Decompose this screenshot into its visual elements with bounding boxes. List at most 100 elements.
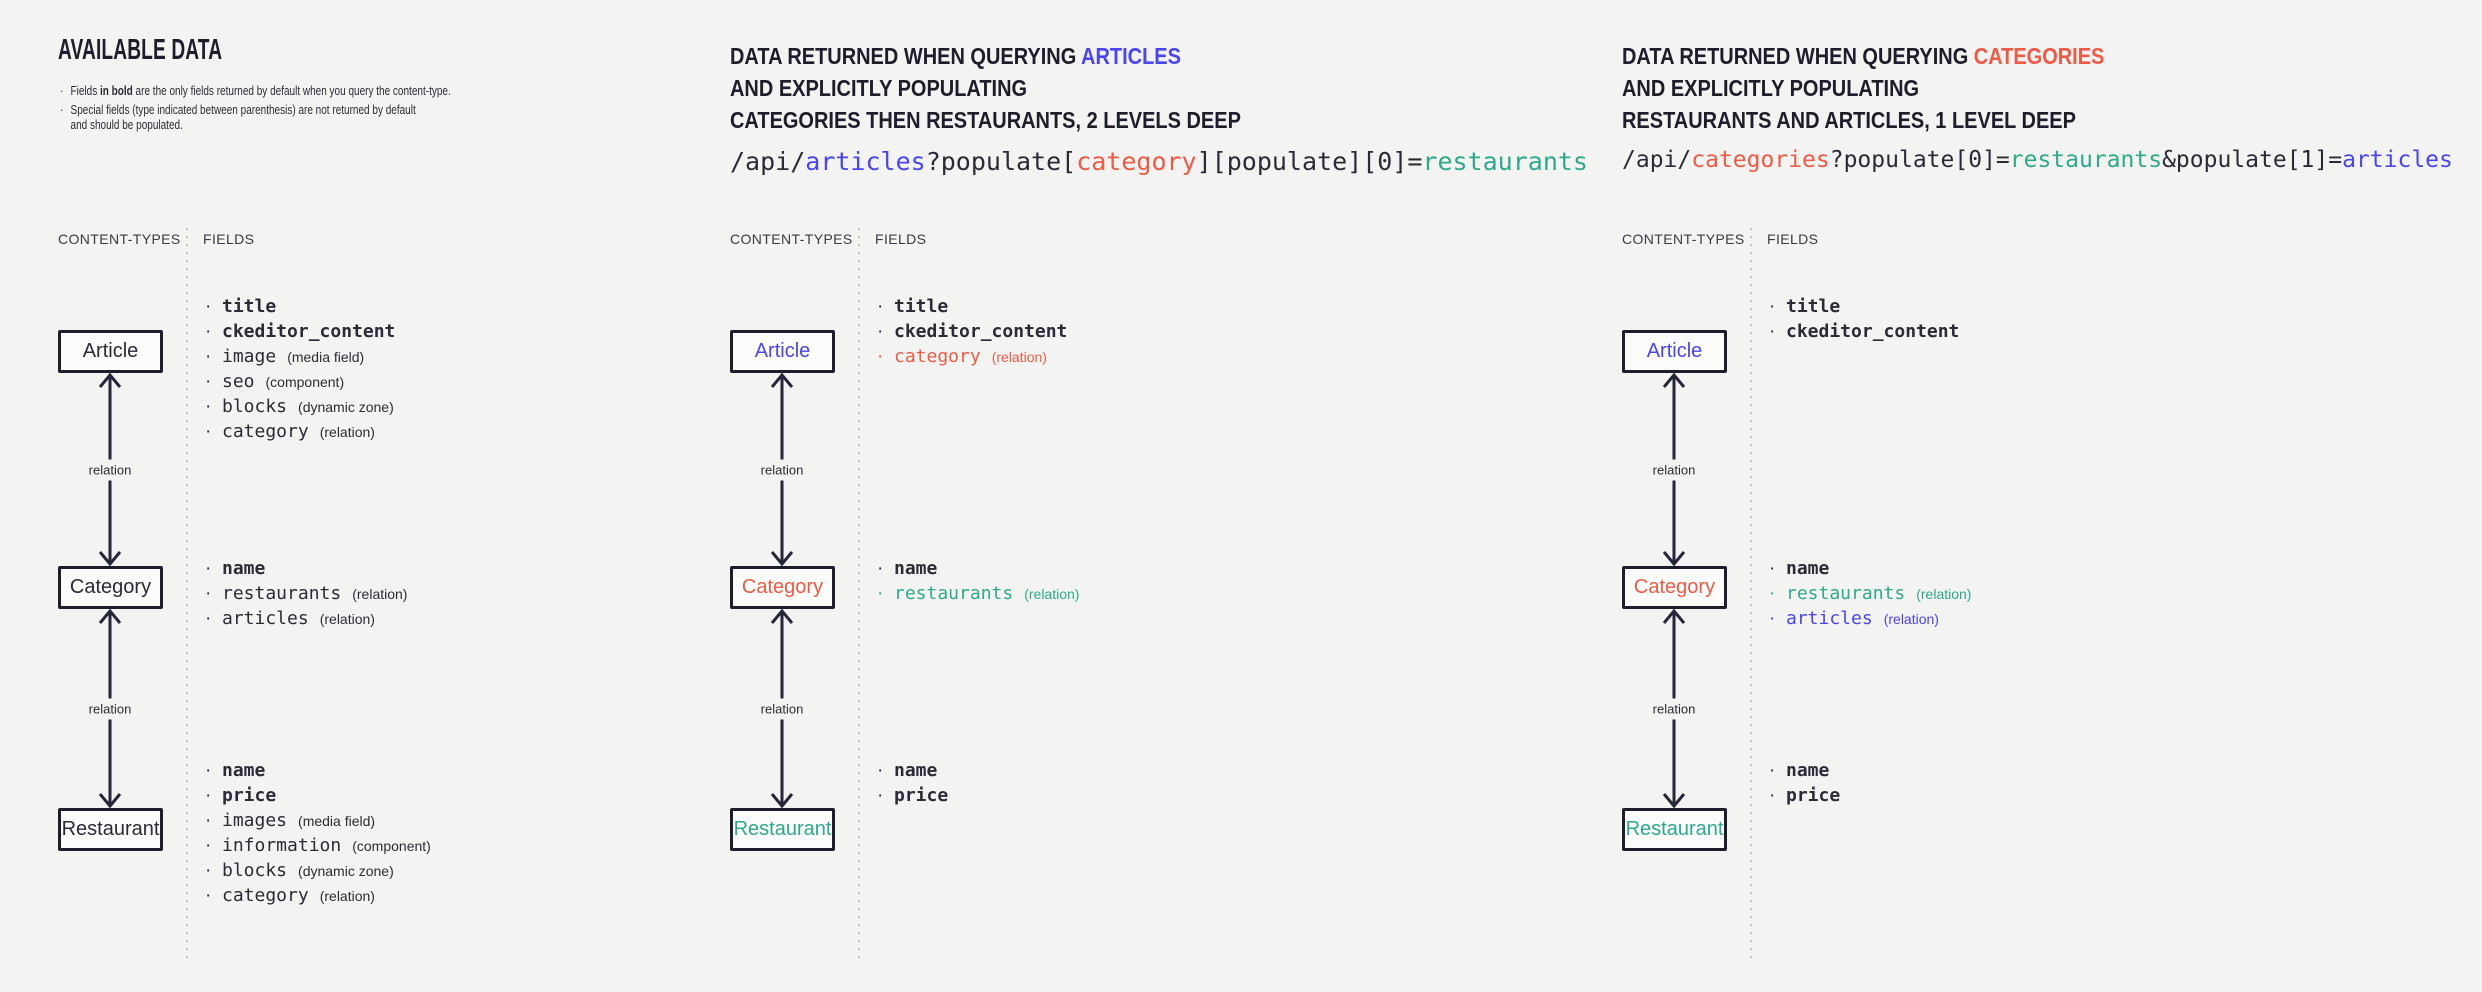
field-row: ·price [877,783,948,808]
content-type-box-restaurant: Restaurant [1622,808,1727,851]
field-name: category [894,346,981,367]
field-type-annotation: (relation) [1916,586,1972,602]
field-row: · title [1769,294,1959,319]
api-url-segment: restaurants [2009,147,2163,173]
field-name: title [222,296,277,317]
field-row: ·images(media field) [205,808,431,833]
field-name: category [222,421,309,442]
field-type-annotation: (component) [352,838,431,854]
field-bullet: · [205,785,212,806]
field-row: ·name [1769,758,1840,783]
field-row: ·name [877,758,948,783]
field-bullet: · [205,371,212,392]
content-type-box-restaurant: Restaurant [58,808,163,851]
field-row: · category (relation) [205,419,395,444]
relation-connector: relation [1649,373,1699,566]
content-type-label: Restaurant [61,818,160,840]
field-bullet: · [205,608,212,629]
field-group-article: ·title·ckeditor_content·category(relatio… [877,294,1067,369]
field-name: ckeditor_content [1786,321,1960,342]
content-type-label: Restaurant [1625,818,1724,840]
field-bullet: · [877,346,884,367]
field-name: price [222,785,277,806]
field-bullet: · [205,810,212,831]
note-segment: in bold [100,84,133,98]
field-name: title [1786,296,1841,317]
notes-list: · Fields in bold are the only fields retu… [60,84,540,137]
field-type-annotation: (relation) [319,424,375,440]
heading-line: DATA RETURNED WHEN QUERYING CATEGORIES [1622,40,2104,72]
relation-label: relation [757,698,807,719]
api-url-segment: ][populate][0]= [1196,147,1423,176]
field-type-annotation: (relation) [319,888,375,904]
column-divider [1750,228,1752,958]
content-type-label: Article [754,340,811,362]
api-url-segment: /api/ [730,147,806,176]
field-group-category: ·name·restaurants(relation)·articles(rel… [1769,556,1971,631]
field-row: · category (relation) [205,883,431,908]
relation-connector: relation [85,373,135,566]
field-name: blocks [222,396,288,417]
note-item: ·Fields in bold are the only fields retu… [60,84,540,99]
field-row: ·price [1769,783,1840,808]
relation-label: relation [1649,698,1699,719]
field-bullet: · [1769,296,1776,317]
note-text: Fields in bold are the only fields retur… [71,84,451,99]
api-url-segment: &populate[1]= [2162,147,2343,173]
relation-connector: relation [1649,609,1699,808]
heading-segment: CATEGORIES [1973,43,2105,69]
field-type-annotation: (relation) [991,349,1047,365]
field-group-article: ·title·ckeditor_content·image(media fiel… [205,294,395,444]
heading-segment: AND EXPLICITLY POPULATING [730,75,1028,101]
field-bullet: · [205,396,212,417]
heading-segment: RESTAURANTS AND ARTICLES, 1 LEVEL DEEP [1622,107,2076,133]
column-divider [186,228,188,958]
api-url-segment: ?populate[0]= [1829,147,2010,173]
api-url: /api/categories?populate[0]=restaurants&… [1622,147,2453,173]
note-bullet: · [60,103,64,117]
content-type-label: Restaurant [733,818,832,840]
field-row: · title [877,294,1067,319]
content-type-label: Article [82,340,139,362]
api-url-segment: categories [1691,147,1830,173]
field-type-annotation: (media field) [287,349,365,365]
column-label-content-types: CONTENT-TYPES [58,231,181,247]
field-bullet: · [205,885,212,906]
content-type-box-category: Category [1622,566,1727,609]
field-bullet: · [877,785,884,806]
field-name: restaurants [222,583,342,604]
field-name: category [222,885,309,906]
field-bullet: · [205,346,212,367]
field-name: name [222,558,266,579]
relation-connector: relation [757,609,807,808]
note-segment: Fields [70,84,100,98]
field-bullet: · [1769,321,1776,342]
content-type-box-category: Category [58,566,163,609]
field-type-annotation: (relation) [352,586,408,602]
api-url-segment: /api/ [1622,147,1692,173]
content-type-label: Category [741,576,824,598]
field-bullet: · [1769,760,1776,781]
field-row: ·articles(relation) [205,606,407,631]
field-name: title [894,296,949,317]
heading-segment: DATA RETURNED WHEN QUERYING [1622,43,1974,69]
api-url-segment: restaurants [1422,147,1588,176]
field-bullet: · [877,296,884,317]
heading-segment: CATEGORIES THEN RESTAURANTS, 2 LEVELS DE… [730,107,1241,133]
field-bullet: · [1769,583,1776,604]
field-row: ·name [1769,556,1971,581]
field-row: ·name [205,556,407,581]
note-segment: Special fields (type indicated between p… [70,103,416,117]
field-row: ·title [205,294,395,319]
field-bullet: · [205,421,212,442]
heading-line: CATEGORIES THEN RESTAURANTS, 2 LEVELS DE… [730,104,1241,136]
field-row: ·seo(component) [205,369,395,394]
column-label-fields: FIELDS [1767,231,1819,247]
heading-line: RESTAURANTS AND ARTICLES, 1 LEVEL DEEP [1622,104,2104,136]
field-name: ckeditor_content [894,321,1068,342]
field-row: ·name [205,758,431,783]
relation-connector: relation [757,373,807,566]
